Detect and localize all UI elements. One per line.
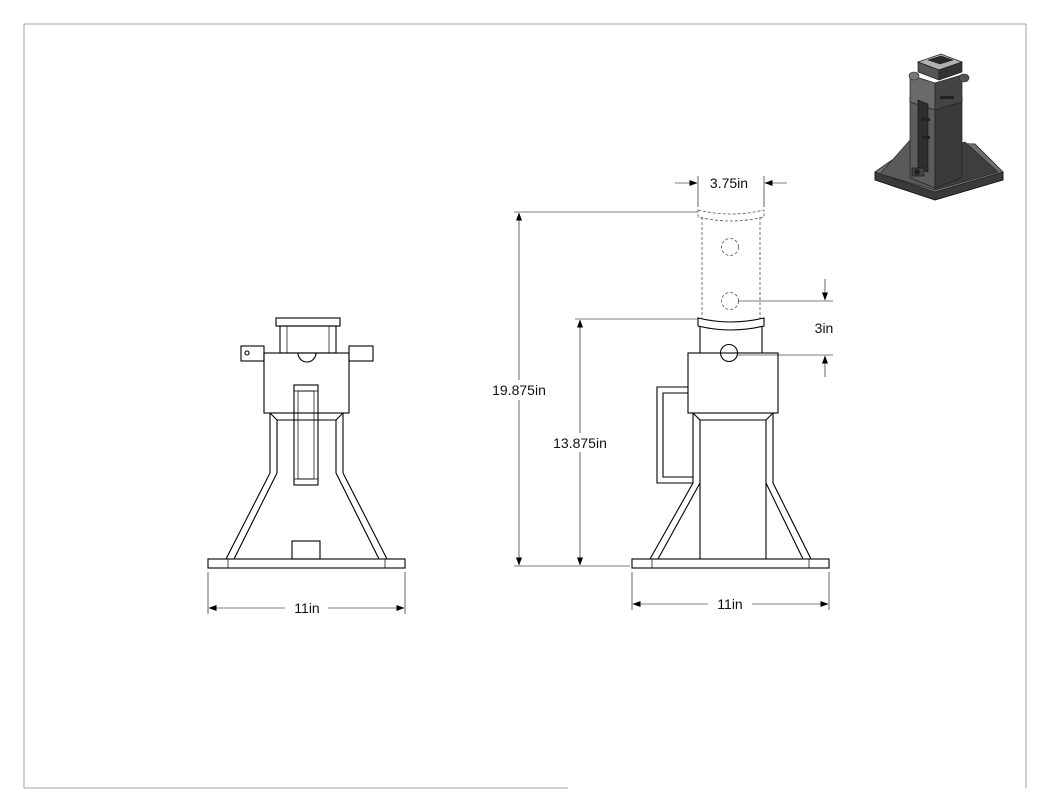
sheet-border [23, 23, 1027, 789]
front-view [207, 317, 406, 569]
front-width-dimension: 11in [207, 572, 406, 616]
front-width-label: 11in [294, 600, 319, 616]
side-width-label: 11in [717, 596, 742, 612]
isometric-thumbnail [874, 53, 1004, 201]
overall-height-dimension: 19.875in [492, 211, 698, 567]
side-view [631, 209, 830, 569]
hole-spacing-label: 3in [815, 320, 834, 336]
overall-height-label: 19.875in [492, 382, 546, 398]
hole-spacing-dimension: 3in [737, 279, 833, 377]
top-width-label: 3.75in [710, 175, 748, 191]
min-height-label: 13.875in [553, 435, 607, 451]
min-height-dimension: 13.875in [553, 318, 698, 566]
top-width-dimension: 3.75in [675, 175, 787, 207]
side-width-dimension: 11in [631, 572, 830, 612]
